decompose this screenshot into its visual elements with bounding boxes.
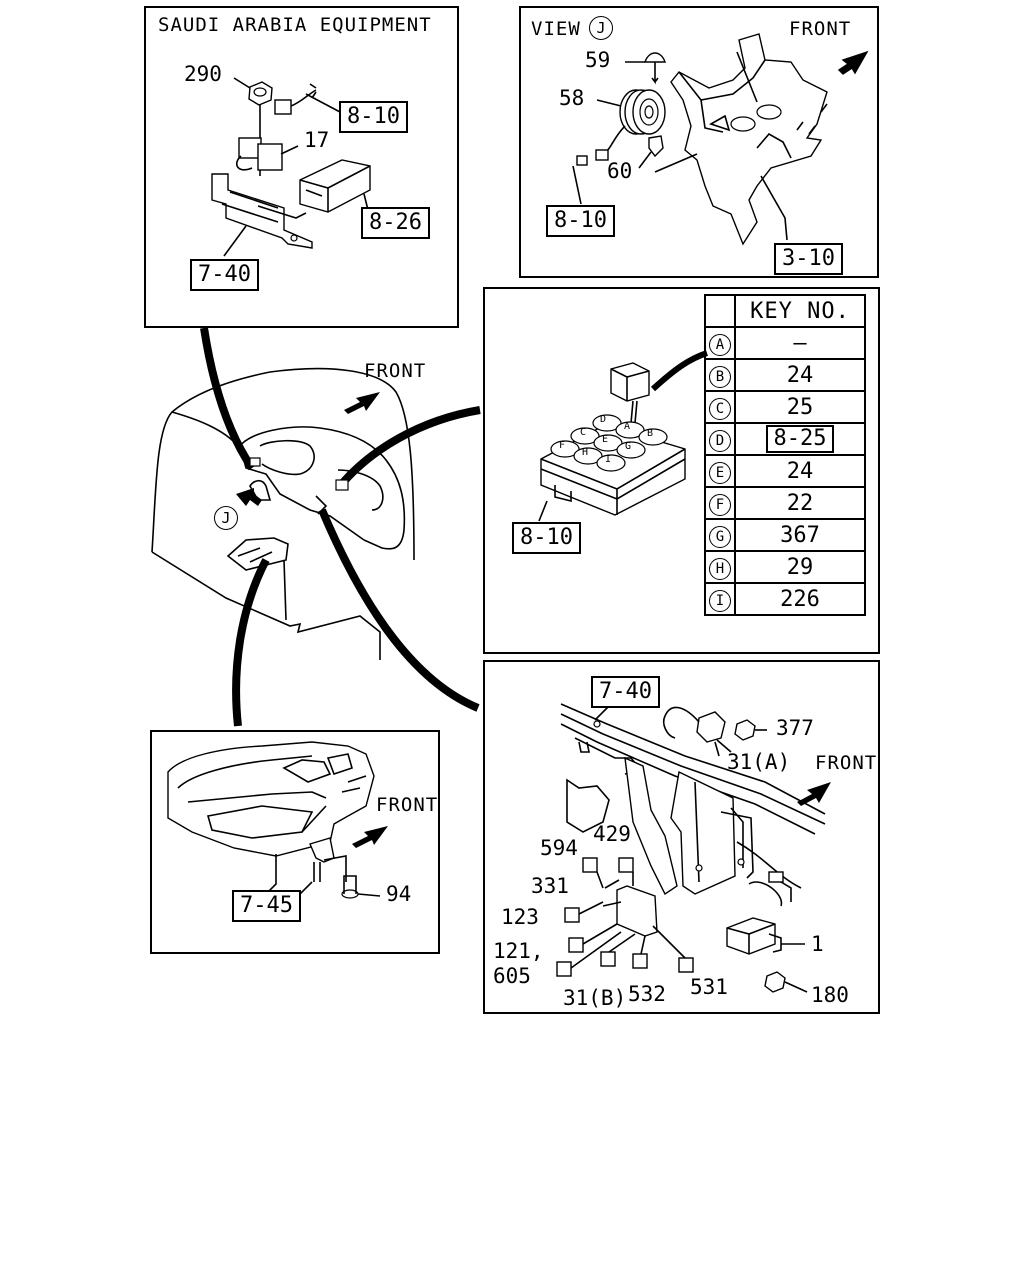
key-value-f: 22 — [734, 486, 866, 520]
view-letter-j: J — [589, 16, 613, 40]
part-label-58: 58 — [559, 86, 585, 110]
part-label-377: 377 — [776, 716, 814, 740]
key-row-h: H 29 — [704, 550, 866, 584]
part-label-605: 605 — [493, 964, 531, 988]
part-label-290: 290 — [184, 62, 222, 86]
key-row-f: F 22 — [704, 486, 866, 520]
overview-view-j-marker: J — [214, 506, 238, 530]
part-label-59: 59 — [585, 48, 611, 72]
grid-letter-g: G — [625, 441, 632, 452]
key-value-g: 367 — [734, 518, 866, 552]
key-letter-f: F — [709, 494, 731, 516]
part-label-60: 60 — [607, 159, 633, 183]
key-letter-b: B — [709, 366, 731, 388]
key-row-e: E 24 — [704, 454, 866, 488]
bracket-drawing — [556, 703, 831, 993]
ref-box-7-40-bracket: 7-40 — [591, 676, 660, 708]
key-row-b: B 24 — [704, 358, 866, 392]
key-letter-e: E — [709, 462, 731, 484]
part-label-31b: 31(B) — [563, 986, 627, 1010]
key-value-e: 24 — [734, 454, 866, 488]
key-row-a: A — — [704, 326, 866, 360]
key-value-a: — — [734, 326, 866, 360]
part-label-429: 429 — [593, 822, 631, 846]
console-drawing — [167, 741, 388, 899]
saudi-panel-title: SAUDI ARABIA EQUIPMENT — [158, 14, 432, 36]
saudi-parts-drawing — [211, 77, 371, 257]
relay-socket-grid — [550, 414, 668, 472]
grid-letter-b: B — [647, 428, 654, 439]
key-letter-g: G — [709, 526, 731, 548]
grid-letter-a: A — [624, 421, 631, 432]
key-value-i: 226 — [734, 582, 866, 616]
front-label-view: FRONT — [789, 18, 852, 40]
grid-letter-c: C — [580, 427, 587, 438]
console-panel: FRONT 94 7-45 — [150, 730, 440, 954]
part-label-123: 123 — [501, 905, 539, 929]
front-label-console: FRONT — [376, 794, 439, 816]
grid-letter-i: I — [605, 454, 612, 465]
key-value-c: 25 — [734, 390, 866, 424]
key-value-d: 8-25 — [765, 425, 835, 453]
ref-box-8-10-relay: 8-10 — [512, 522, 581, 554]
ref-box-8-10: 8-10 — [339, 101, 408, 133]
front-label-overview: FRONT — [364, 360, 427, 382]
ref-box-3-10: 3-10 — [774, 243, 843, 275]
view-label: VIEW — [531, 18, 581, 40]
ref-box-7-40: 7-40 — [190, 259, 259, 291]
part-label-121: 121, — [493, 939, 544, 963]
ref-box-8-10-view: 8-10 — [546, 205, 615, 237]
key-letter-h: H — [709, 558, 731, 580]
grid-letter-d: D — [600, 414, 607, 425]
key-row-i: I 226 — [704, 582, 866, 616]
part-label-594: 594 — [540, 836, 578, 860]
key-table-header-row: KEY NO. — [704, 294, 866, 328]
key-row-g: G 367 — [704, 518, 866, 552]
grid-letter-h: H — [582, 447, 589, 458]
view-j-drawing — [572, 33, 869, 246]
part-label-1: 1 — [811, 932, 824, 956]
key-value-h: 29 — [734, 550, 866, 584]
key-row-c: C 25 — [704, 390, 866, 424]
key-row-d: D 8-25 — [704, 422, 866, 456]
key-letter-c: C — [709, 398, 731, 420]
part-label-94: 94 — [386, 882, 412, 906]
part-label-331: 331 — [531, 874, 569, 898]
relay-box-drawing — [538, 350, 708, 522]
key-value-b: 24 — [734, 358, 866, 392]
part-label-31a: 31(A) — [727, 750, 791, 774]
bracket-panel: 7-40 377 31(A) FRONT 594 429 331 123 121… — [483, 660, 880, 1014]
relay-box-panel: 8-10 KEY NO. A — B 24 C 25 D 8-25 — [483, 287, 880, 654]
front-label-bracket: FRONT — [815, 752, 878, 774]
saudi-equipment-panel: SAUDI ARABIA EQUIPMENT 290 8-10 17 8-26 … — [144, 6, 459, 328]
key-letter-d: D — [709, 430, 731, 452]
key-letter-a: A — [709, 334, 731, 356]
relay-key-table: KEY NO. A — B 24 C 25 D 8-25 E 24 — [704, 294, 866, 616]
fuse-cubes — [556, 857, 694, 977]
part-label-532: 532 — [628, 982, 666, 1006]
key-letter-i: I — [709, 590, 731, 612]
ref-box-8-26: 8-26 — [361, 207, 430, 239]
grid-letter-f: F — [559, 440, 566, 451]
part-label-180: 180 — [811, 983, 849, 1007]
view-j-panel: VIEW J FRONT 59 58 60 8-10 3-10 — [519, 6, 879, 278]
ref-box-7-45: 7-45 — [232, 890, 301, 922]
part-label-17: 17 — [304, 128, 330, 152]
grid-letter-e: E — [602, 434, 609, 445]
part-label-531: 531 — [690, 975, 728, 999]
key-table-header: KEY NO. — [734, 294, 866, 328]
